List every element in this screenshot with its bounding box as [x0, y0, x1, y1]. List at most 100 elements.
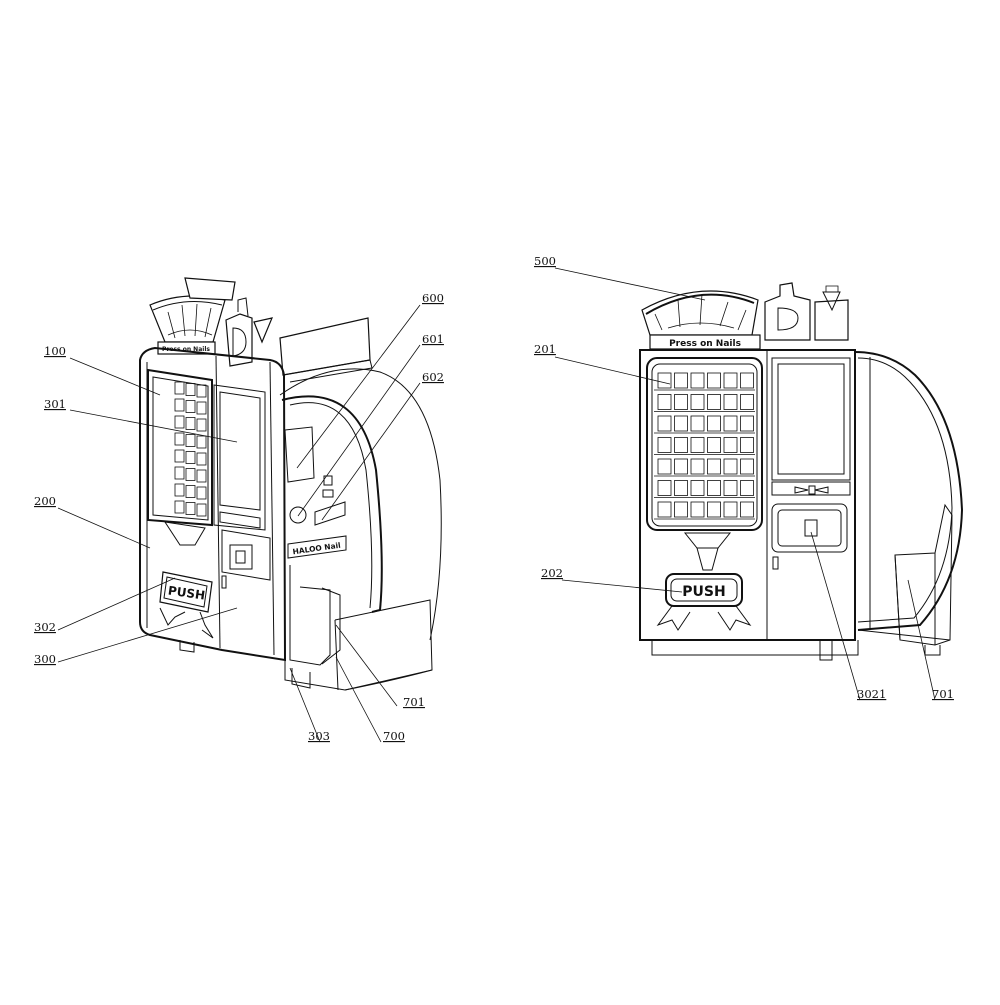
- product-slot: [674, 372, 688, 389]
- right-slot-grid: [654, 372, 755, 520]
- product-slot: [674, 437, 688, 453]
- product-slot: [740, 394, 754, 410]
- product-slot: [690, 372, 705, 389]
- right-machine-view: Press on Nails: [639, 282, 964, 661]
- product-slot: [185, 468, 196, 481]
- product-slot: [185, 434, 196, 447]
- product-slot: [707, 458, 721, 475]
- product-slot: [657, 437, 672, 453]
- product-slot: [196, 503, 207, 517]
- product-slot: [185, 485, 196, 498]
- left-marquee-text: Press on Nails: [162, 346, 210, 353]
- product-slot: [196, 452, 207, 466]
- label-303: 303: [308, 729, 330, 743]
- label-301: 301: [44, 397, 66, 411]
- product-slot: [674, 458, 688, 475]
- left-top-board: [279, 317, 373, 383]
- product-slot: [674, 415, 688, 432]
- product-slot: [740, 458, 754, 475]
- label-3021: 3021: [857, 687, 886, 701]
- product-slot: [185, 383, 196, 396]
- product-slot: [690, 437, 705, 453]
- product-slot: [740, 501, 754, 518]
- product-slot: [690, 458, 705, 475]
- product-slot: [196, 418, 207, 432]
- product-slot: [723, 372, 738, 389]
- product-slot: [174, 432, 185, 446]
- label-700: 700: [383, 729, 405, 743]
- product-slot: [174, 500, 185, 514]
- product-slot: [723, 480, 738, 496]
- product-slot: [196, 486, 207, 500]
- product-slot: [174, 415, 185, 429]
- product-slot: [196, 435, 207, 449]
- label-701-right: 701: [932, 687, 954, 701]
- product-slot: [674, 394, 688, 410]
- left-slot-grid: [174, 381, 207, 517]
- product-slot: [740, 437, 754, 453]
- right-top-fan: Press on Nails: [641, 290, 761, 350]
- left-push-text: PUSH: [167, 584, 206, 603]
- product-slot: [674, 501, 688, 518]
- product-slot: [196, 401, 207, 415]
- product-slot: [707, 415, 721, 432]
- product-slot: [657, 458, 672, 475]
- product-slot: [723, 415, 738, 432]
- right-cabinet-body: [639, 349, 859, 661]
- left-leader-lines: [57, 304, 421, 743]
- product-slot: [657, 480, 672, 496]
- right-marquee-text: Press on Nails: [669, 339, 741, 349]
- product-slot: [657, 372, 672, 389]
- right-diy-logo: [764, 282, 849, 341]
- left-display-window: [147, 368, 213, 546]
- product-slot: [657, 415, 672, 432]
- product-slot: [185, 417, 196, 430]
- label-200: 200: [34, 494, 56, 508]
- product-slot: [196, 384, 207, 398]
- left-push-plaque: PUSH: [159, 571, 214, 639]
- label-201: 201: [534, 342, 556, 356]
- product-slot: [723, 501, 738, 518]
- label-601: 601: [422, 332, 444, 346]
- right-display-window: [646, 357, 763, 571]
- product-slot: [707, 372, 721, 389]
- label-300: 300: [34, 652, 56, 666]
- label-602: 602: [422, 370, 444, 384]
- product-slot: [723, 458, 738, 475]
- left-machine-view: Press on Nails: [139, 277, 442, 691]
- product-slot: [723, 437, 738, 453]
- product-slot: [707, 501, 721, 518]
- right-push-plaque: PUSH: [656, 573, 752, 631]
- label-500: 500: [534, 254, 556, 268]
- product-slot: [740, 372, 754, 389]
- left-arched-door: HALOO Nail: [279, 368, 442, 666]
- product-slot: [707, 480, 721, 496]
- right-screen-panel: [771, 357, 851, 570]
- product-slot: [174, 483, 185, 497]
- product-slot: [707, 394, 721, 410]
- right-labels: 500 201 202 3021 701: [534, 254, 954, 701]
- product-slot: [740, 415, 754, 432]
- right-arched-side: [854, 351, 964, 656]
- product-slot: [707, 437, 721, 453]
- left-screen: [213, 384, 271, 589]
- product-slot: [185, 502, 196, 515]
- product-slot: [690, 480, 705, 496]
- right-leader-lines: [554, 267, 936, 701]
- right-push-text: PUSH: [682, 584, 725, 600]
- label-202: 202: [541, 566, 563, 580]
- product-slot: [174, 449, 185, 463]
- label-100: 100: [44, 344, 66, 358]
- left-diy-logo: [225, 297, 273, 367]
- label-701-left: 701: [403, 695, 425, 709]
- product-slot: [690, 415, 705, 432]
- left-labels: 100 301 200 302 300 600 601 602 701 303 …: [34, 291, 444, 743]
- product-slot: [657, 394, 672, 410]
- product-slot: [174, 466, 185, 480]
- product-slot: [740, 480, 754, 496]
- label-302: 302: [34, 620, 56, 634]
- product-slot: [174, 381, 185, 395]
- product-slot: [174, 398, 185, 412]
- left-top-fan: Press on Nails: [149, 277, 236, 355]
